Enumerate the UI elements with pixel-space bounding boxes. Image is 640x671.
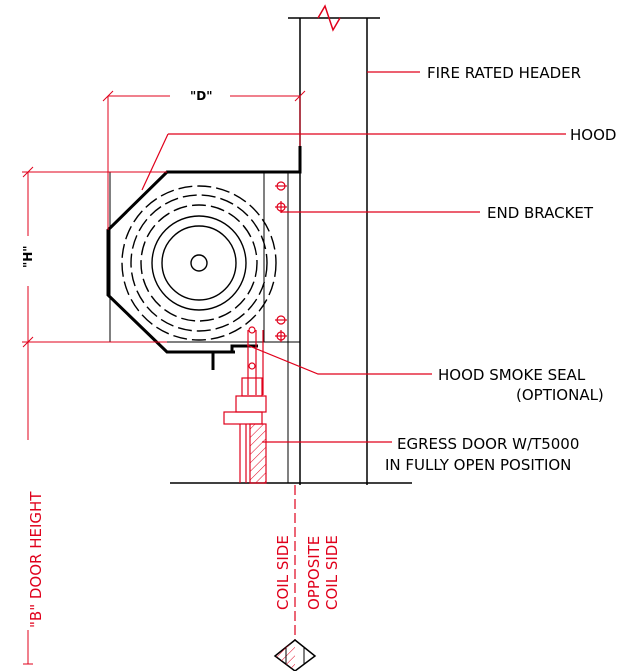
hood-smoke-seal-label: HOOD SMOKE SEAL	[438, 366, 586, 384]
section-marker-icon	[273, 639, 317, 671]
coil-housing	[109, 171, 300, 483]
dimension-h-label: "H"	[21, 245, 35, 268]
fire-rated-header-label: FIRE RATED HEADER	[427, 64, 581, 82]
dimension-b	[23, 342, 33, 665]
dimension-b-label: "B" DOOR HEIGHT	[27, 491, 45, 628]
hood-smoke-seal-optional-label: (OPTIONAL)	[516, 386, 604, 404]
hood-label: HOOD	[570, 126, 616, 144]
end-bracket-bolts	[275, 181, 287, 342]
leader-lines	[141, 71, 566, 443]
egress-door-position-label: IN FULLY OPEN POSITION	[385, 456, 571, 474]
fire-rated-header-wall	[288, 17, 380, 485]
break-line-symbol	[317, 4, 341, 32]
egress-door-label: EGRESS DOOR W/T5000	[397, 435, 579, 453]
opposite-coil-side-line1: OPPOSITE	[305, 536, 323, 610]
egress-door-curtain	[223, 326, 267, 484]
opposite-coil-side-line2: COIL SIDE	[323, 535, 341, 610]
coil-drum	[121, 185, 277, 341]
end-bracket-label: END BRACKET	[487, 204, 594, 222]
dimension-d-label: "D"	[190, 89, 212, 103]
coil-side-label: COIL SIDE	[274, 535, 292, 610]
hood-smoke-seal	[211, 344, 258, 370]
dimension-h	[22, 166, 167, 348]
dimension-d	[102, 90, 306, 230]
